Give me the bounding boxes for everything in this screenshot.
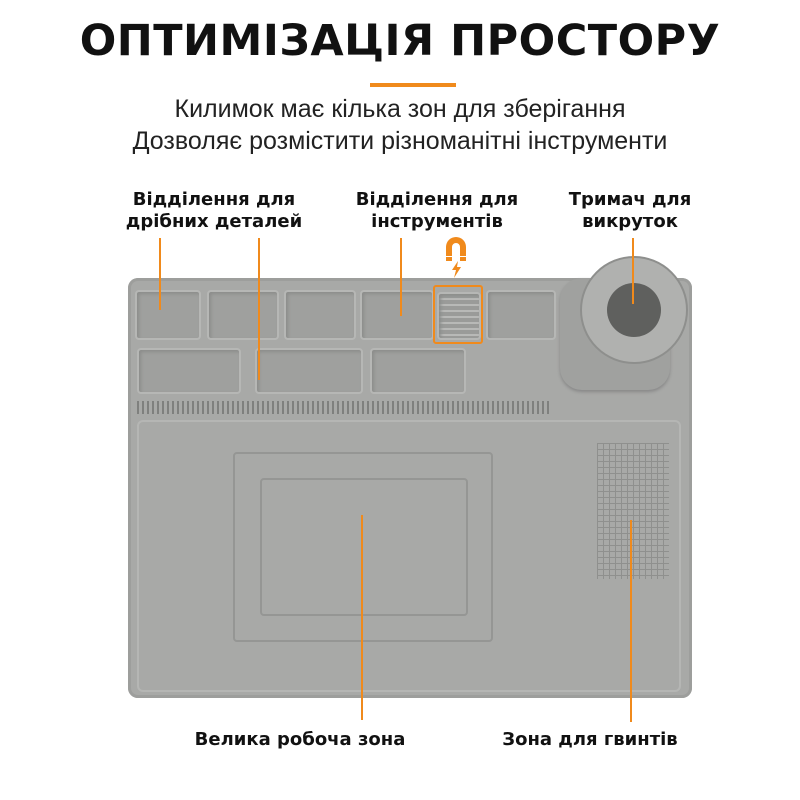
compartment	[486, 290, 556, 340]
label-screw-zone: Зона для гвинтів	[502, 729, 678, 750]
pointer-line	[159, 238, 161, 310]
compartment	[360, 290, 434, 340]
compartment	[135, 290, 201, 340]
label-line: інструментів	[371, 211, 503, 232]
work-area-outer	[233, 452, 493, 642]
compartment	[207, 290, 279, 340]
label-line: дрібних деталей	[125, 211, 303, 232]
compartment	[284, 290, 356, 340]
pointer-line	[258, 238, 260, 380]
compartment	[255, 348, 363, 394]
pointer-line	[361, 515, 363, 720]
label-small-parts: Відділення для дрібних деталей	[104, 189, 324, 233]
bit-holder-hole	[607, 283, 661, 337]
label-line: викруток	[582, 211, 678, 232]
label-line: Відділення для	[355, 189, 519, 210]
pointer-line	[630, 520, 632, 722]
title-underline	[370, 83, 456, 87]
screw-grid	[597, 443, 669, 579]
label-line: Відділення для	[132, 189, 296, 210]
compartment	[137, 348, 241, 394]
magnet-icon	[446, 237, 466, 278]
magnetic-strip	[437, 292, 481, 340]
ridge-strip	[137, 401, 552, 414]
compartment	[370, 348, 466, 394]
label-line: Тримач для	[568, 189, 692, 210]
work-area-border	[137, 420, 681, 692]
page-title: ОПТИМІЗАЦІЯ ПРОСТОРУ	[79, 16, 721, 66]
subtitle-line-2: Дозволяє розмістити різноманітні інструм…	[132, 127, 668, 155]
pointer-line	[400, 238, 402, 316]
label-tools: Відділення для інструментів	[327, 189, 547, 233]
work-area-inner	[260, 478, 468, 616]
label-bit-holder: Тримач для викруток	[520, 189, 740, 233]
label-work-area: Велика робоча зона	[194, 729, 406, 750]
magnet-highlight	[433, 285, 483, 344]
pointer-line	[632, 238, 634, 304]
subtitle-line-1: Килимок має кілька зон для зберігання	[174, 95, 626, 123]
